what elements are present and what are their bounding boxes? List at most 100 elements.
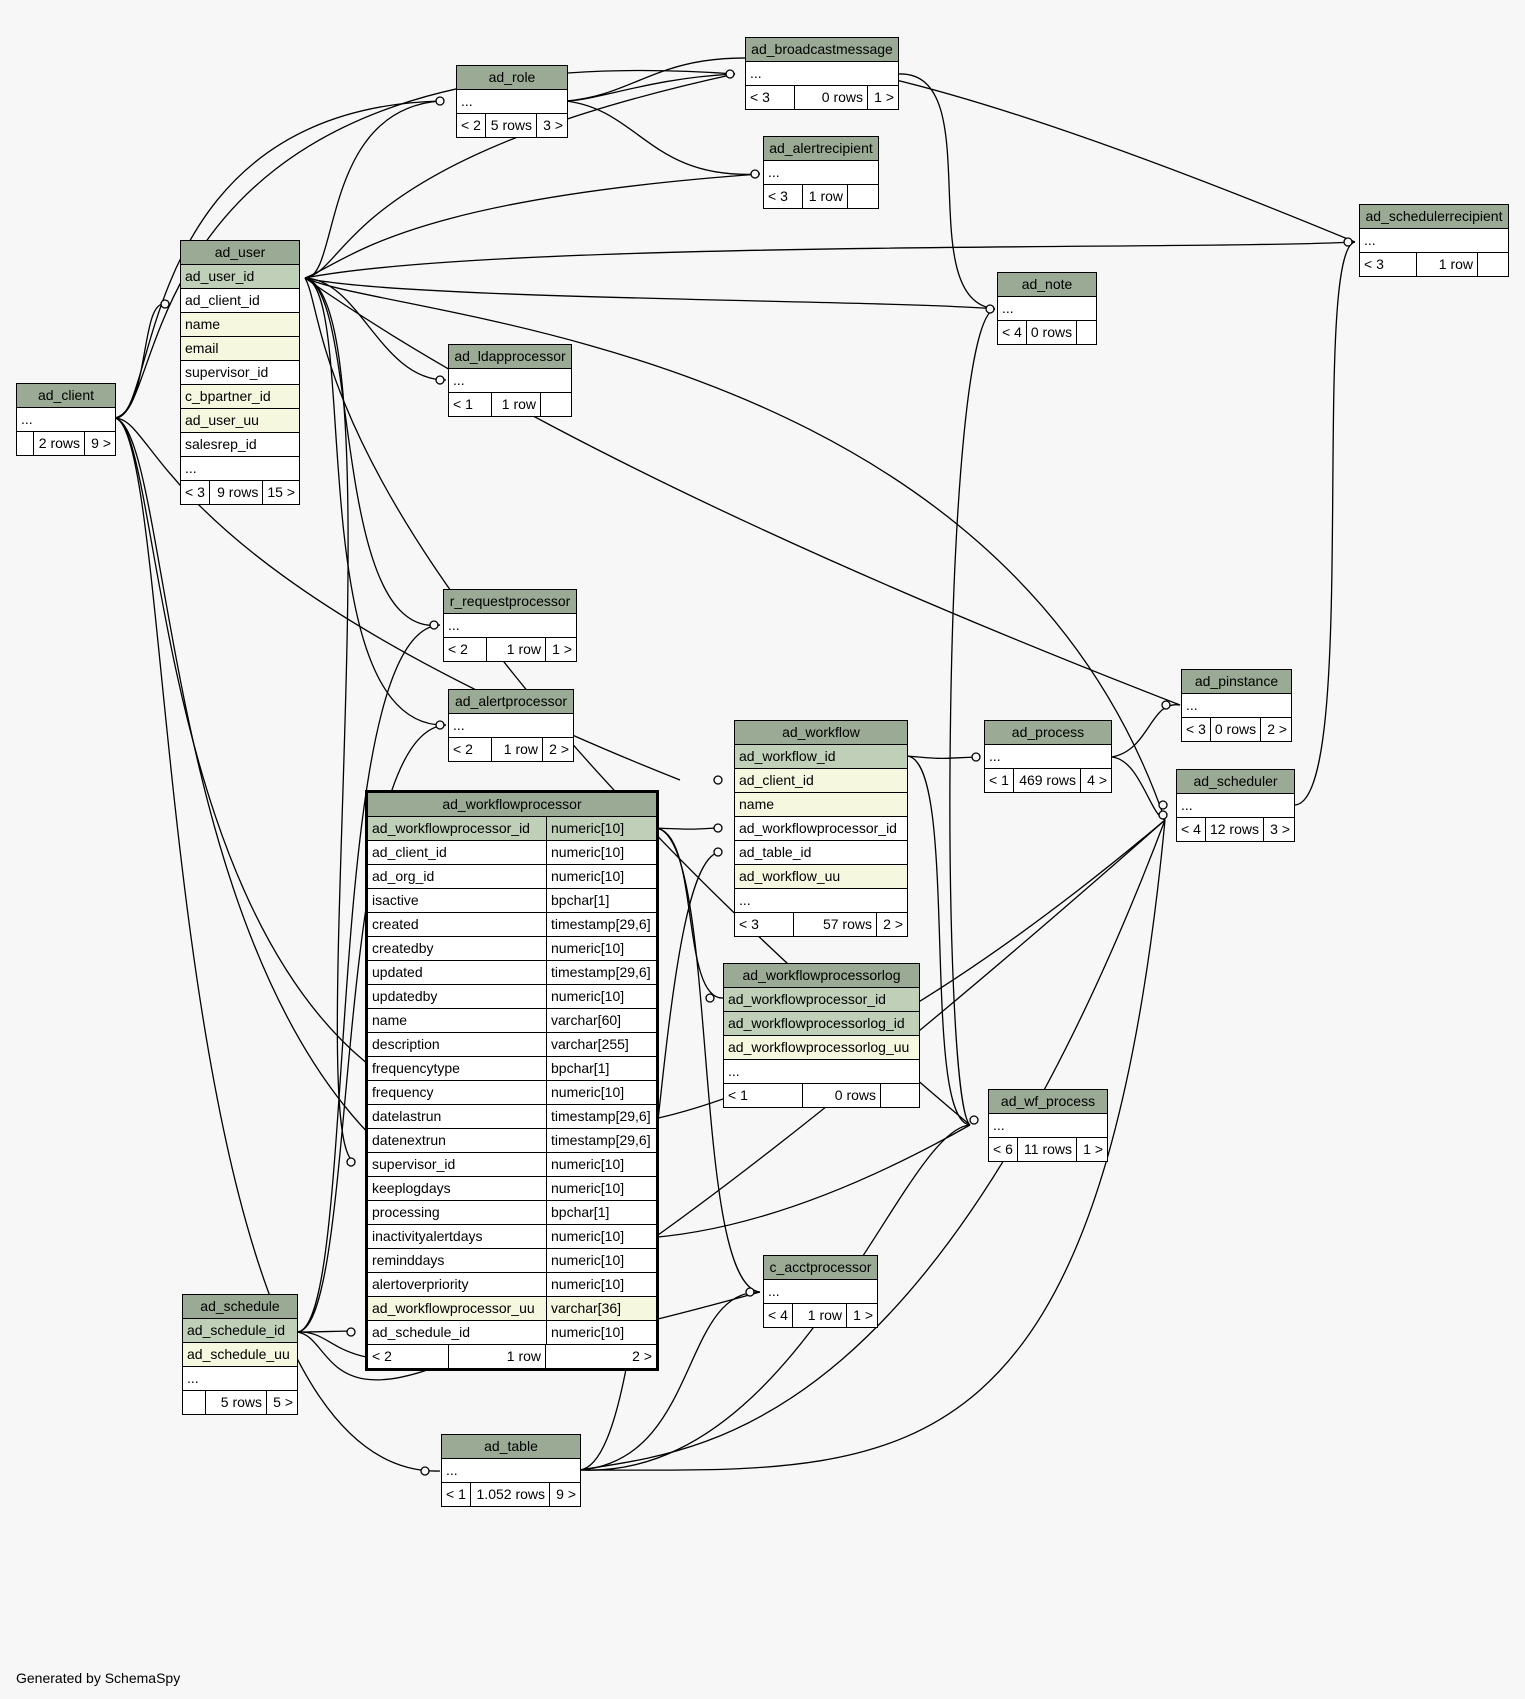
edge-marker (713, 847, 723, 857)
table-column: ad_workflow_uu (735, 865, 907, 889)
footer-children: 5 > (273, 1394, 293, 1410)
table-r_requestprocessor[interactable]: r_requestprocessor ... < 2 1 row 1 > (443, 589, 577, 662)
table-ad_workflowprocessorlog[interactable]: ad_workflowprocessorlog ad_workflowproce… (723, 963, 920, 1108)
edge (304, 173, 761, 279)
column-name: ad_workflowprocessor_id (368, 817, 547, 840)
table-ad_scheduler[interactable]: ad_scheduler ... < 4 12 rows 3 > (1176, 769, 1295, 842)
column-name: datelastrun (368, 1105, 547, 1128)
table-ad_workflow[interactable]: ad_workflow ad_workflow_id ad_client_id … (734, 720, 908, 937)
column-type: numeric[10] (551, 1084, 625, 1100)
table-ad_role[interactable]: ad_role ... < 2 5 rows 3 > (456, 65, 568, 138)
footer-children (848, 185, 878, 208)
column-type: varchar[36] (551, 1300, 622, 1316)
footer-parents: < 4 (1177, 818, 1206, 841)
edge-marker (725, 69, 735, 79)
table-footer: < 6 11 rows 1 > (989, 1138, 1107, 1161)
table-c_acctprocessor[interactable]: c_acctprocessor ... < 4 1 row 1 > (763, 1255, 878, 1328)
table-column: ... (1177, 794, 1294, 818)
table-ad_alertrecipient[interactable]: ad_alertrecipient ... < 3 1 row (763, 136, 879, 209)
edge (296, 724, 447, 1333)
table-title: ad_alertrecipient (764, 137, 878, 161)
edge (654, 827, 721, 830)
table-footer: < 4 12 rows 3 > (1177, 818, 1294, 841)
column-type: numeric[10] (551, 1252, 625, 1268)
edge-marker (1158, 810, 1168, 820)
table-ad_process[interactable]: ad_process ... < 1 469 rows 4 > (984, 720, 1112, 793)
table-title: ad_role (457, 66, 567, 90)
edge-marker (969, 1115, 979, 1125)
table-title: r_requestprocessor (444, 590, 576, 614)
table-column: ... (449, 714, 573, 738)
footer-rowcount: 11 rows (1018, 1138, 1077, 1161)
table-column: email (181, 337, 299, 361)
table-ad_wf_process[interactable]: ad_wf_process ... < 6 11 rows 1 > (988, 1089, 1108, 1162)
edge (906, 755, 971, 1126)
table-title: ad_table (442, 1435, 580, 1459)
footer-children: 1 > (874, 89, 894, 105)
edge (579, 1291, 761, 1471)
table-footer: < 1 469 rows 4 > (985, 769, 1111, 792)
footer-parents (183, 1391, 206, 1414)
footer-children: 3 > (1270, 821, 1290, 837)
table-column: ... (985, 745, 1111, 769)
table-ad_schedulerrecipient[interactable]: ad_schedulerrecipient ... < 3 1 row (1359, 204, 1509, 277)
column-name: supervisor_id (368, 1153, 547, 1176)
table-column: ... (764, 161, 878, 185)
table-ad_alertprocessor[interactable]: ad_alertprocessor ... < 2 1 row 2 > (448, 689, 574, 762)
table-footer: < 2 1 row 2 > (449, 738, 573, 761)
footer-parents: < 3 (1360, 253, 1417, 276)
footer-rowcount: 469 rows (1014, 769, 1081, 792)
column-name: updatedby (368, 985, 547, 1008)
footer-parents: < 1 (724, 1084, 803, 1107)
table-column: ad_workflowprocessorlog_uu (724, 1036, 919, 1060)
table-ad_schedule[interactable]: ad_schedule ad_schedule_id ad_schedule_u… (182, 1294, 298, 1415)
column-name: created (368, 913, 547, 936)
table-footer: < 1 1.052 rows 9 > (442, 1483, 580, 1506)
column-type: varchar[255] (551, 1036, 629, 1052)
column-type: bpchar[1] (551, 892, 610, 908)
table-ad_broadcastmessage[interactable]: ad_broadcastmessage ... < 3 0 rows 1 > (745, 37, 899, 110)
edge-marker (346, 1327, 356, 1337)
footer-children: 15 > (267, 484, 295, 500)
table-ad_user[interactable]: ad_user ad_user_id ad_client_id name ema… (180, 240, 300, 505)
table-footer: 2 rows 9 > (17, 432, 115, 455)
edge (897, 73, 996, 310)
edge-marker (429, 620, 439, 630)
table-ad_note[interactable]: ad_note ... < 4 0 rows (997, 272, 1097, 345)
table-ad_table[interactable]: ad_table ... < 1 1.052 rows 9 > (441, 1434, 581, 1507)
column-type: timestamp[29,6] (551, 1108, 651, 1124)
edge (579, 819, 1166, 1471)
column-type: numeric[10] (551, 940, 625, 956)
footer-parents: < 1 (442, 1483, 471, 1506)
table-footer: 5 rows 5 > (183, 1391, 297, 1414)
table-column: ... (989, 1114, 1107, 1138)
table-column: ... (181, 457, 299, 481)
column-type: numeric[10] (551, 868, 625, 884)
table-ad_client[interactable]: ad_client ... 2 rows 9 > (16, 383, 116, 456)
table-ad_pinstance[interactable]: ad_pinstance ... < 3 0 rows 2 > (1181, 669, 1292, 742)
footer-rowcount: 1 row (803, 185, 848, 208)
table-title: ad_scheduler (1177, 770, 1294, 794)
footer-children: 2 > (1267, 721, 1288, 737)
table-ad_workflowprocessor[interactable]: ad_workflowprocessor ad_workflowprocesso… (365, 790, 659, 1371)
table-column: ... (746, 62, 898, 86)
footer-parents: < 1 (985, 769, 1014, 792)
edge (654, 827, 724, 999)
edge (1111, 704, 1181, 758)
table-column: ... (764, 1280, 877, 1304)
footer-parents: < 3 (735, 913, 794, 936)
table-column: name (735, 793, 907, 817)
table-ad_ldapprocessor[interactable]: ad_ldapprocessor ... < 1 1 row (448, 344, 572, 417)
edge (565, 100, 761, 175)
table-footer: < 1 1 row (449, 393, 571, 416)
